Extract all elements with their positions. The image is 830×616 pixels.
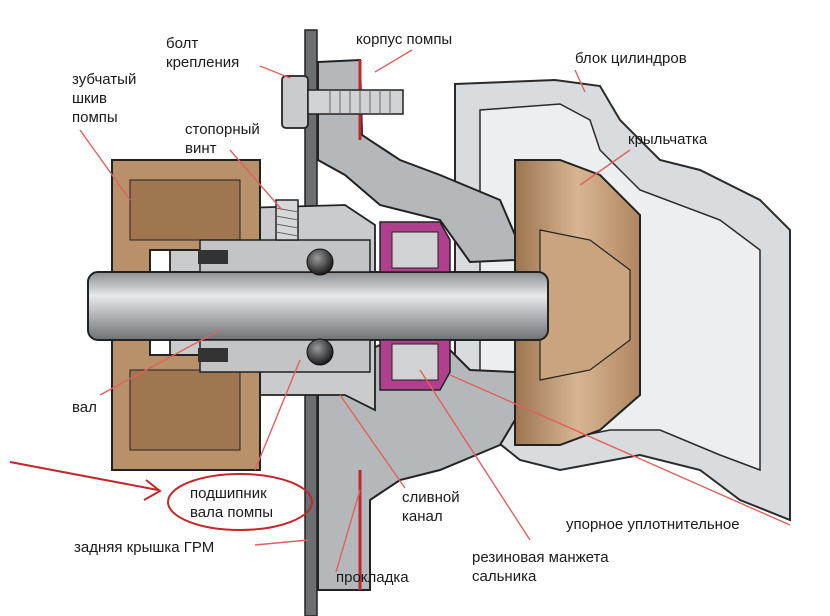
label-block: блок цилиндров [575, 50, 687, 67]
label-impeller: крыльчатка [628, 131, 708, 148]
label-gasket: прокладка [336, 569, 409, 586]
mounting-bolt [281, 75, 404, 129]
leader-seal [449, 374, 791, 526]
leader-housing [374, 49, 413, 73]
label-drain: сливной канал [402, 489, 460, 525]
leader-cuff [419, 369, 531, 541]
shaft-seal [379, 221, 451, 391]
leader-bearing [254, 359, 301, 471]
shaft-bearing [198, 239, 371, 373]
highlight-arrow [9, 461, 313, 531]
leader-bolt [259, 65, 291, 79]
leader-impeller [579, 149, 631, 186]
toothed-pulley [111, 159, 261, 471]
label-rear-cover: задняя крышка ГРМ [74, 539, 215, 556]
label-set-screw: стопорный винт [185, 121, 260, 157]
label-housing: корпус помпы [356, 31, 453, 48]
bearing-highlight-ellipse [167, 473, 313, 531]
label-cuff: резиновая манжета сальника [472, 549, 609, 585]
leader-set-screw [229, 149, 283, 211]
label-pulley: зубчатый шкив помпы [72, 71, 137, 126]
label-bolt: болт крепления [166, 35, 240, 71]
label-shaft: вал [72, 399, 97, 416]
leader-gasket [335, 489, 361, 573]
label-bearing: подшипник вала помпы [190, 485, 274, 521]
label-seal: упорное уплотнительное [566, 516, 740, 533]
leader-block [574, 69, 586, 93]
leader-drain [339, 394, 406, 489]
leader-shaft [99, 329, 221, 396]
leader-lines [79, 49, 791, 573]
leader-pulley [79, 129, 131, 201]
impeller [514, 159, 641, 446]
leader-rear-cover [254, 539, 309, 546]
pump-shaft [87, 271, 549, 341]
